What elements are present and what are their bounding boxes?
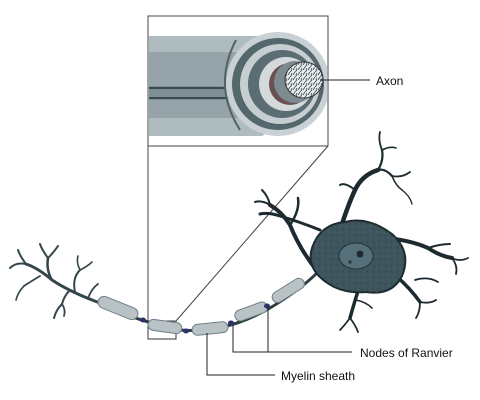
node-of-ranvier <box>228 320 234 326</box>
myelin-segments <box>97 277 305 336</box>
axon-terminals <box>9 243 102 319</box>
axon-label: Axon <box>376 74 404 88</box>
leader-lines <box>206 79 370 376</box>
nucleus <box>338 242 374 270</box>
nodes-of-ranvier-label: Nodes of Ranvier <box>360 346 453 360</box>
myelin-segment <box>191 321 229 336</box>
node-of-ranvier <box>140 317 146 323</box>
node-of-ranvier <box>264 303 270 309</box>
myelin-segment <box>271 277 305 304</box>
axon-inset-box <box>147 15 329 147</box>
myelin-sheath-label: Myelin sheath <box>281 369 356 383</box>
cell-body <box>254 131 469 333</box>
node-of-ranvier <box>183 328 189 334</box>
myelin-segment <box>147 318 183 335</box>
myelin-segment <box>97 295 139 321</box>
nodes-of-ranvier <box>140 303 270 334</box>
axon-shaft <box>99 270 320 332</box>
